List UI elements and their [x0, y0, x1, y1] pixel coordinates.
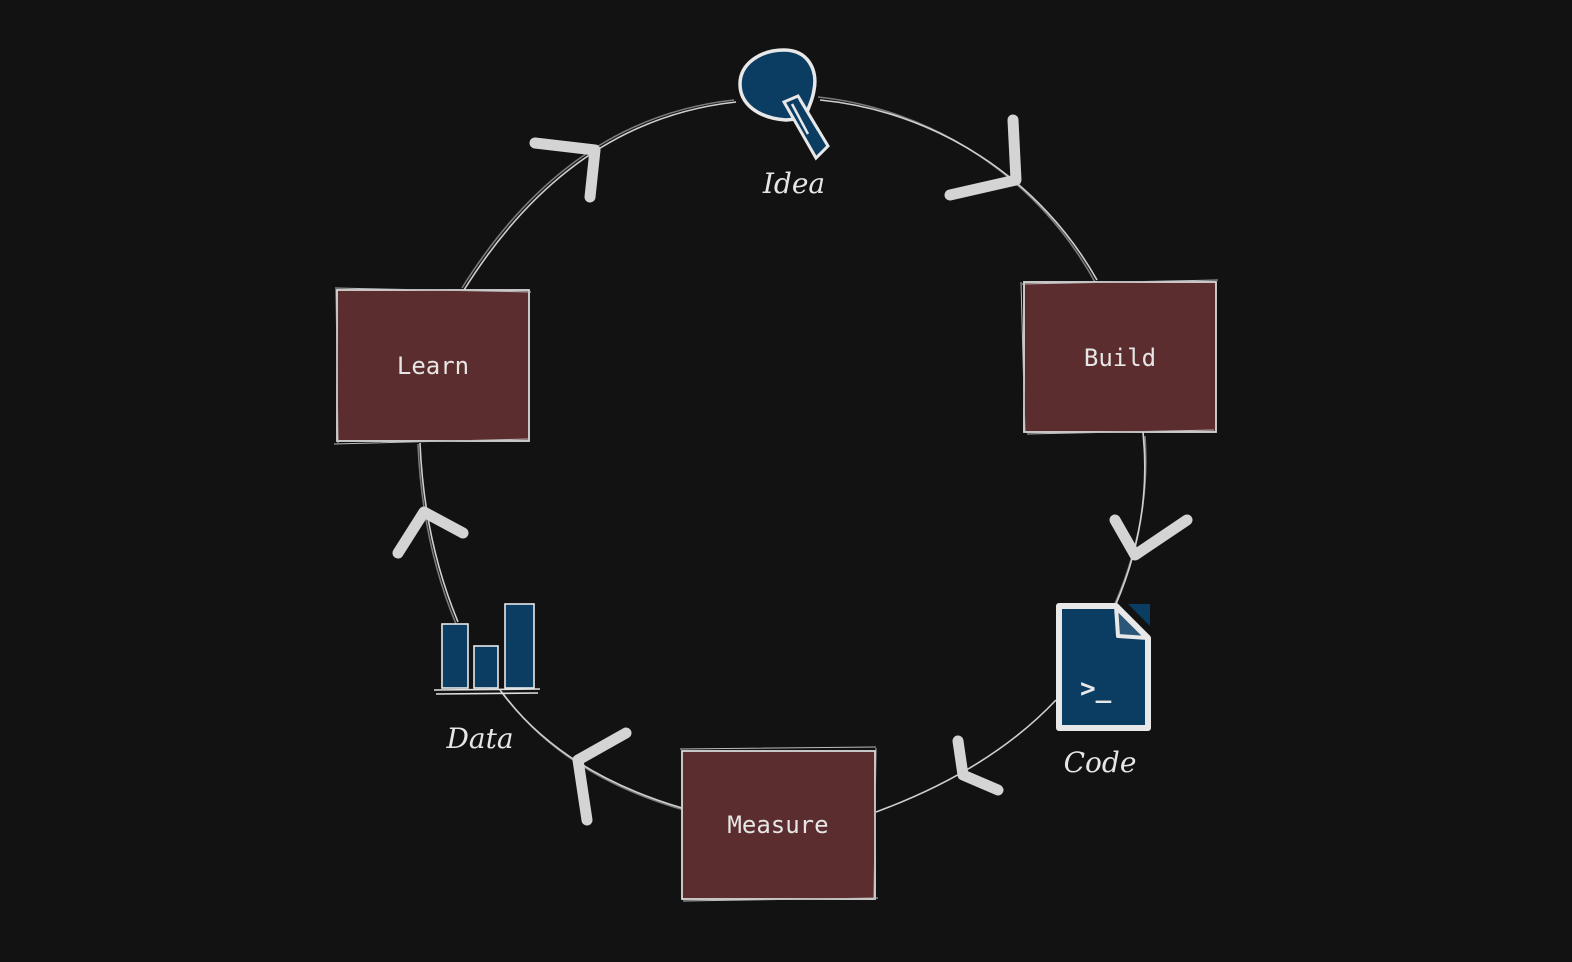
learn-box: Learn — [333, 287, 532, 445]
arrow-chevron-icon — [944, 114, 1022, 201]
code-label: Code — [1064, 746, 1137, 779]
lightbulb-icon — [738, 48, 830, 161]
arrow-chevron-icon — [952, 735, 1004, 796]
measure-box: Measure — [679, 746, 879, 902]
data-label: Data — [445, 722, 513, 755]
learn-label: Learn — [397, 352, 469, 380]
code-file-icon: >_ — [1056, 603, 1151, 731]
bar-chart-icon — [433, 603, 541, 695]
arrow-chevron-icon — [572, 727, 632, 826]
arrow-chevron-icon — [1109, 514, 1193, 561]
code-glyph: >_ — [1080, 674, 1112, 704]
build-label: Build — [1084, 344, 1156, 372]
arrow-chevron-icon — [529, 137, 601, 203]
measure-label: Measure — [727, 811, 828, 839]
cycle-ring — [417, 96, 1147, 813]
build-box: Build — [1020, 279, 1219, 435]
cycle-arrows — [392, 114, 1193, 826]
idea-label: Idea — [762, 167, 825, 200]
arrow-chevron-icon — [392, 506, 469, 559]
